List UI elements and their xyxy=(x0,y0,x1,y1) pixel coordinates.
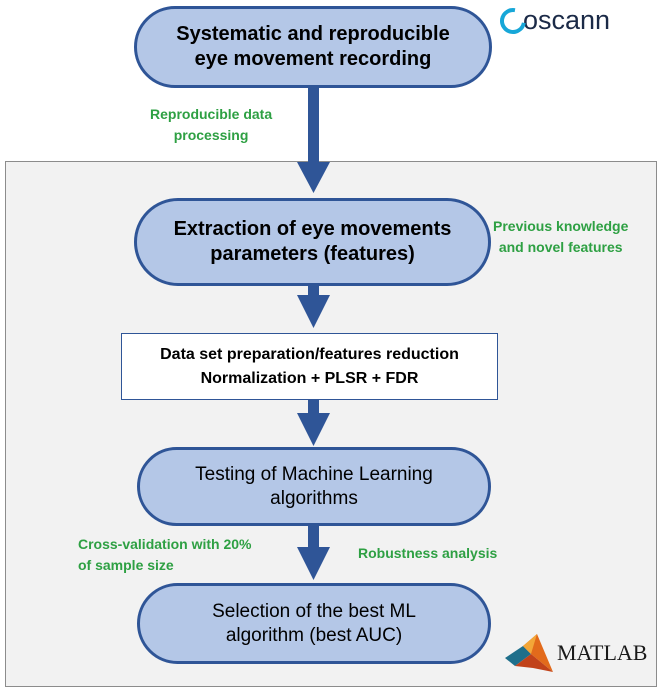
note-robustness: Robustness analysis xyxy=(358,545,498,561)
node-extraction: Extraction of eye movements parameters (… xyxy=(134,198,491,286)
node-selection: Selection of the best ML algorithm (best… xyxy=(137,583,491,664)
node-selection-label: Selection of the best ML algorithm (best… xyxy=(212,600,416,646)
matlab-membrane-icon xyxy=(505,634,553,672)
arrow-recording-to-extraction xyxy=(297,88,330,193)
note-previous-knowledge: Previous knowledge and novel features xyxy=(493,218,629,255)
matlab-logo: MATLAB xyxy=(503,632,647,674)
arrow-extraction-to-dataset xyxy=(297,286,330,328)
arrow-dataset-to-testing xyxy=(297,400,330,446)
node-extraction-label: Extraction of eye movements parameters (… xyxy=(173,218,452,265)
node-dataset: Data set preparation/features reduction … xyxy=(121,333,498,400)
node-dataset-label: Data set preparation/features reduction … xyxy=(160,346,459,387)
node-recording: Systematic and reproducible eye movement… xyxy=(134,6,492,88)
arrow-testing-to-selection xyxy=(297,526,330,580)
node-recording-label: Systematic and reproducible eye movement… xyxy=(176,23,450,70)
note-reproducible-processing: Reproducible data processing xyxy=(150,106,273,143)
node-testing-label: Testing of Machine Learning algorithms xyxy=(195,463,433,509)
node-testing: Testing of Machine Learning algorithms xyxy=(137,447,491,526)
oscann-logo: oscann xyxy=(494,2,610,39)
note-cross-validation: Cross-validation with 20% of sample size xyxy=(78,536,252,573)
